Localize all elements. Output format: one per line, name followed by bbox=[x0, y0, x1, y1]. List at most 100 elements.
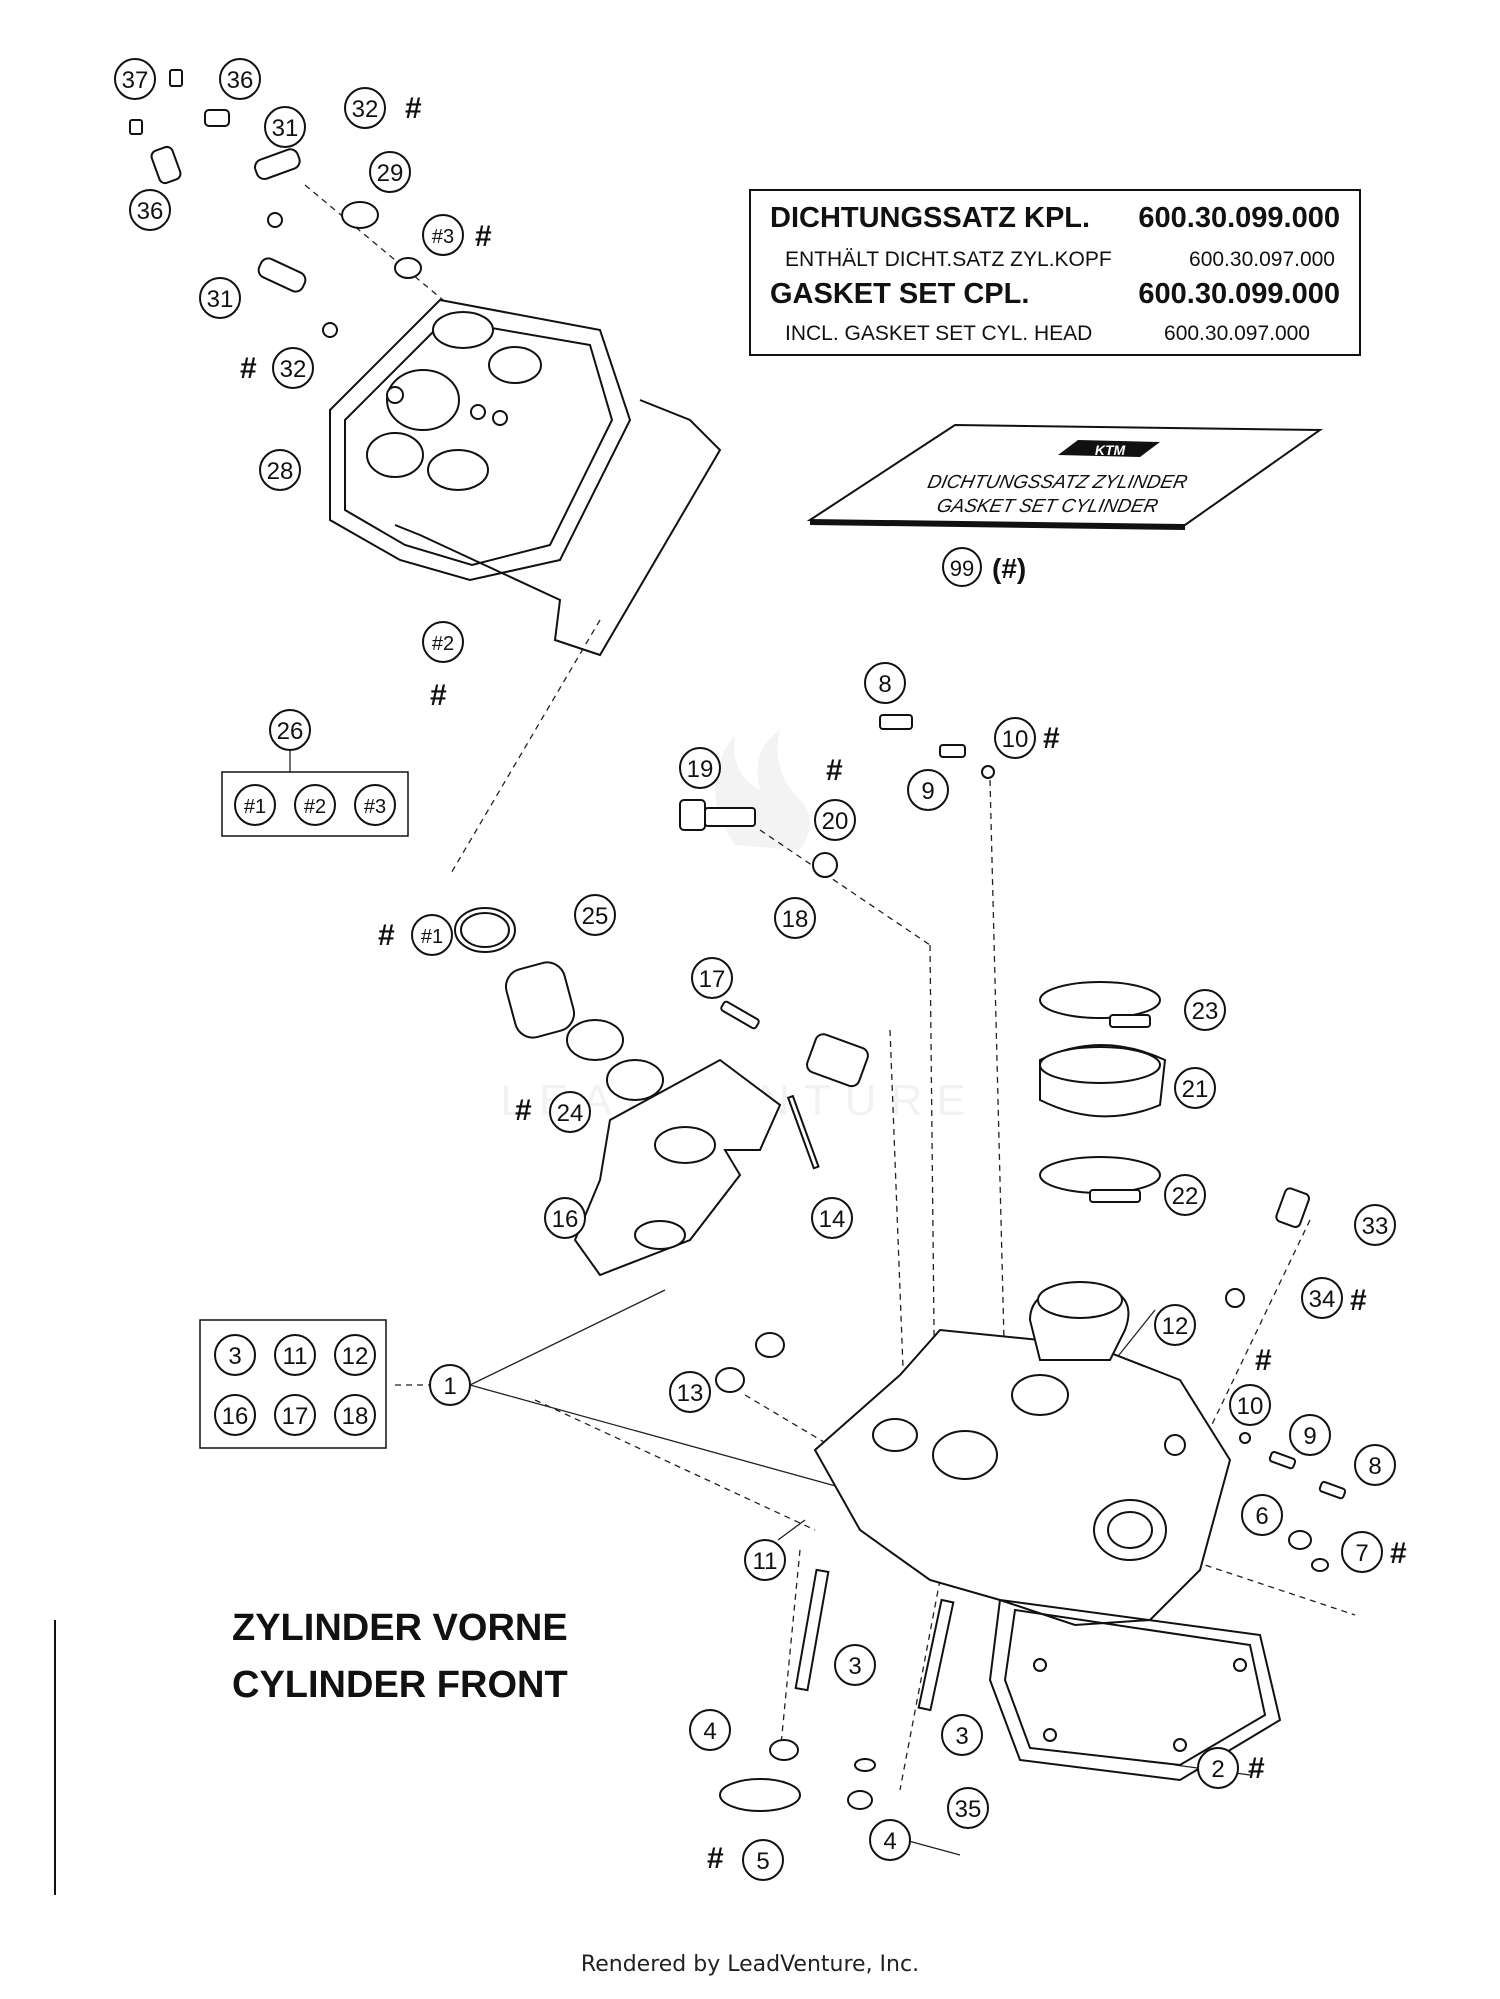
callout-9: 9 bbox=[907, 769, 949, 811]
callout-5: 5 bbox=[742, 1839, 784, 1881]
callout-8: 8 bbox=[864, 662, 906, 704]
svg-text:31: 31 bbox=[207, 286, 234, 313]
cylinder-head bbox=[813, 1281, 1282, 1782]
svg-text:14: 14 bbox=[819, 1206, 846, 1233]
svg-text:#: # bbox=[515, 1094, 532, 1127]
callout-32: 32 bbox=[272, 347, 314, 389]
callout-26-hash-3: #3 bbox=[354, 784, 396, 826]
callout-20: 20 bbox=[814, 799, 856, 841]
svg-text:10: 10 bbox=[1002, 726, 1029, 753]
small-parts-top bbox=[129, 69, 422, 338]
svg-text:GASKET SET CPL.: GASKET SET CPL. bbox=[770, 278, 1029, 310]
svg-text:8: 8 bbox=[878, 671, 891, 698]
svg-text:3: 3 bbox=[848, 1653, 861, 1680]
svg-text:24: 24 bbox=[557, 1100, 584, 1127]
svg-text:37: 37 bbox=[122, 67, 149, 94]
svg-text:#: # bbox=[1248, 1752, 1265, 1785]
svg-text:31: 31 bbox=[272, 115, 299, 142]
callout-8: 8 bbox=[1354, 1444, 1396, 1486]
svg-text:25: 25 bbox=[582, 903, 609, 930]
callout-35: 35 bbox=[947, 1787, 989, 1829]
svg-text:22: 22 bbox=[1172, 1183, 1199, 1210]
svg-text:16: 16 bbox=[552, 1206, 579, 1233]
svg-text:11: 11 bbox=[283, 1343, 308, 1370]
svg-text:12: 12 bbox=[342, 1343, 369, 1370]
callout-34: 34 bbox=[1301, 1277, 1343, 1319]
svg-text:26: 26 bbox=[277, 718, 304, 745]
svg-text:16: 16 bbox=[222, 1403, 249, 1430]
svg-text:35: 35 bbox=[955, 1796, 982, 1823]
svg-text:12: 12 bbox=[1162, 1313, 1189, 1340]
callout-22: 22 bbox=[1164, 1174, 1206, 1216]
callout-hash-2: #2 bbox=[422, 621, 464, 663]
diagram-title-line2: CYLINDER FRONT bbox=[232, 1664, 568, 1706]
svg-text:23: 23 bbox=[1192, 998, 1219, 1025]
svg-text:#: # bbox=[707, 1842, 724, 1875]
callout-32: 32 bbox=[344, 87, 386, 129]
callouts: 37 36 36 31 32 # 29 #3 # 31 # 32 28 #2 #… bbox=[114, 58, 1407, 1881]
callout-3: 3 bbox=[941, 1714, 983, 1756]
svg-text:11: 11 bbox=[753, 1548, 778, 1575]
svg-text:#1: #1 bbox=[244, 796, 266, 818]
callout-29: 29 bbox=[369, 151, 411, 193]
callout-13: 13 bbox=[669, 1371, 711, 1413]
svg-text:8: 8 bbox=[1368, 1453, 1381, 1480]
svg-text:#: # bbox=[826, 754, 843, 787]
svg-text:#: # bbox=[430, 679, 447, 712]
svg-text:9: 9 bbox=[1303, 1423, 1316, 1450]
svg-text:600.30.099.000: 600.30.099.000 bbox=[1138, 202, 1340, 234]
svg-text:(#): (#) bbox=[992, 553, 1026, 584]
svg-text:34: 34 bbox=[1309, 1286, 1336, 1313]
gasket-set-label: DICHTUNGSSATZ KPL. 600.30.099.000 ENTHÄL… bbox=[749, 189, 1361, 356]
callout-36: 36 bbox=[129, 189, 171, 231]
svg-text:17: 17 bbox=[699, 966, 726, 993]
callout-12: 12 bbox=[1154, 1304, 1196, 1346]
callout-11: 11 bbox=[744, 1539, 786, 1581]
callout-7: 7 bbox=[1341, 1531, 1383, 1573]
callout-group-18: 18 bbox=[334, 1394, 376, 1436]
svg-text:36: 36 bbox=[137, 198, 164, 225]
svg-text:3: 3 bbox=[228, 1343, 241, 1370]
callout-14: 14 bbox=[811, 1197, 853, 1239]
callout-26-hash-2: #2 bbox=[294, 784, 336, 826]
callout-4: 4 bbox=[689, 1709, 731, 1751]
callout-24: 24 bbox=[549, 1091, 591, 1133]
callout-group-16: 16 bbox=[214, 1394, 256, 1436]
callout-26-hash-1: #1 bbox=[234, 784, 276, 826]
svg-text:#1: #1 bbox=[421, 926, 443, 948]
callout-25: 25 bbox=[574, 894, 616, 936]
callout-2: 2 bbox=[1197, 1747, 1239, 1789]
callout-group-17: 17 bbox=[274, 1394, 316, 1436]
hose-clamps bbox=[1039, 981, 1167, 1203]
svg-text:DICHTUNGSSATZ ZYLINDER: DICHTUNGSSATZ ZYLINDER bbox=[926, 472, 1190, 493]
callout-group-11: 11 bbox=[274, 1334, 316, 1376]
plugs-and-bolts bbox=[584, 714, 995, 1231]
callout-21: 21 bbox=[1174, 1067, 1216, 1109]
svg-text:9: 9 bbox=[921, 778, 934, 805]
ktm-logo: KTM bbox=[1095, 442, 1126, 458]
svg-text:36: 36 bbox=[227, 67, 254, 94]
svg-text:20: 20 bbox=[822, 808, 849, 835]
svg-text:600.30.097.000: 600.30.097.000 bbox=[1189, 248, 1335, 271]
callout-group-12: 12 bbox=[334, 1334, 376, 1376]
svg-text:2: 2 bbox=[1211, 1756, 1224, 1783]
callout-31: 31 bbox=[199, 277, 241, 319]
callout-33: 33 bbox=[1354, 1204, 1396, 1246]
svg-text:17: 17 bbox=[282, 1403, 309, 1430]
svg-text:#: # bbox=[1043, 722, 1060, 755]
callout-36: 36 bbox=[219, 58, 261, 100]
callout-9: 9 bbox=[1289, 1414, 1331, 1456]
svg-text:99: 99 bbox=[950, 556, 974, 581]
svg-text:GASKET SET CYLINDER: GASKET SET CYLINDER bbox=[935, 496, 1160, 517]
callout-37: 37 bbox=[114, 58, 156, 100]
callout-group-3: 3 bbox=[214, 1334, 256, 1376]
svg-text:29: 29 bbox=[377, 160, 404, 187]
svg-text:21: 21 bbox=[1182, 1076, 1209, 1103]
callout-16: 16 bbox=[544, 1197, 586, 1239]
callout-26: 26 bbox=[269, 709, 311, 751]
svg-text:#: # bbox=[378, 919, 395, 952]
callout-23: 23 bbox=[1184, 989, 1226, 1031]
svg-text:32: 32 bbox=[352, 96, 379, 123]
callout-4: 4 bbox=[869, 1819, 911, 1861]
